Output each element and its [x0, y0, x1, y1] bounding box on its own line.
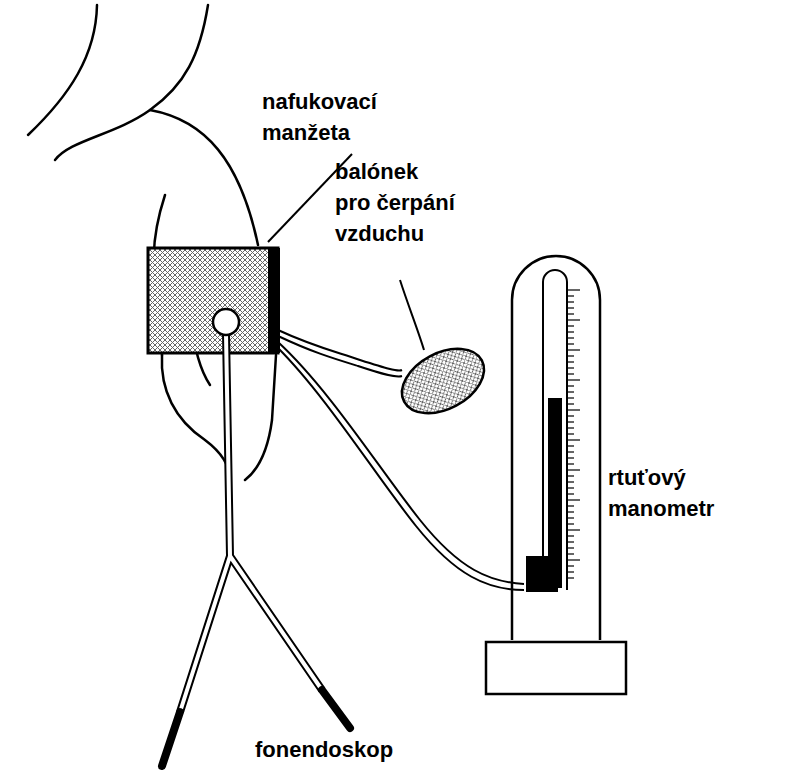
scale-tick [567, 475, 574, 476]
scale-tick [567, 391, 574, 392]
scale-tick [567, 301, 574, 302]
scale-tick [567, 529, 580, 530]
scale-tick [567, 385, 574, 386]
scale-tick [567, 571, 574, 572]
scale-tick [567, 403, 574, 404]
scale-tick [567, 319, 580, 320]
scale-tick [567, 523, 574, 524]
manometer-scale [567, 290, 580, 578]
scale-tick [567, 397, 574, 398]
scale-tick [567, 451, 574, 452]
inflatable-cuff [148, 248, 278, 353]
manometer-label: rtuťový manometr [608, 462, 738, 524]
manometer-tube [543, 270, 567, 590]
scale-tick [567, 445, 574, 446]
stethoscope-label: fonendoskop [255, 734, 455, 765]
scale-tick [567, 487, 574, 488]
scale-tick [567, 343, 574, 344]
scale-tick [567, 349, 580, 350]
scale-tick [567, 541, 574, 542]
scale-tick [567, 331, 574, 332]
scale-tick [567, 427, 574, 428]
scale-tick [567, 559, 580, 560]
body-outline [28, 5, 276, 480]
manometer-base [486, 642, 626, 694]
scale-tick [567, 337, 574, 338]
scale-tick [567, 505, 574, 506]
pump-label: balónek pro čerpání vzduchu [335, 156, 459, 249]
scale-tick [567, 469, 580, 470]
scale-tick [567, 481, 574, 482]
scale-tick [567, 463, 574, 464]
scale-tick [567, 511, 574, 512]
scale-tick [567, 535, 574, 536]
scale-tick [567, 355, 574, 356]
scale-tick [567, 517, 574, 518]
scale-tick [567, 415, 574, 416]
scale-tick [567, 439, 580, 440]
scale-tick [567, 457, 574, 458]
scale-tick [567, 361, 574, 362]
scale-tick [567, 553, 574, 554]
manometer-housing [512, 256, 600, 640]
scale-tick [567, 313, 574, 314]
scale-tick [567, 565, 574, 566]
scale-tick [567, 493, 574, 494]
pump-bulb [391, 336, 495, 427]
scale-tick [567, 577, 574, 578]
scale-tick [567, 409, 580, 410]
air-tubes [278, 330, 524, 590]
scale-tick [567, 433, 574, 434]
scale-tick [567, 379, 580, 380]
scale-tick [567, 289, 580, 290]
scale-tick [567, 307, 574, 308]
scale-tick [567, 421, 574, 422]
scale-tick [567, 547, 574, 548]
cuff-edge [268, 248, 280, 353]
stethoscope [162, 309, 350, 766]
scale-tick [567, 499, 580, 500]
scale-tick [567, 373, 574, 374]
scale-tick [567, 295, 574, 296]
mercury-reservoir [526, 556, 558, 592]
scale-tick [567, 367, 574, 368]
scale-tick [567, 325, 574, 326]
cuff-label: nafukovací manžeta [262, 86, 386, 148]
